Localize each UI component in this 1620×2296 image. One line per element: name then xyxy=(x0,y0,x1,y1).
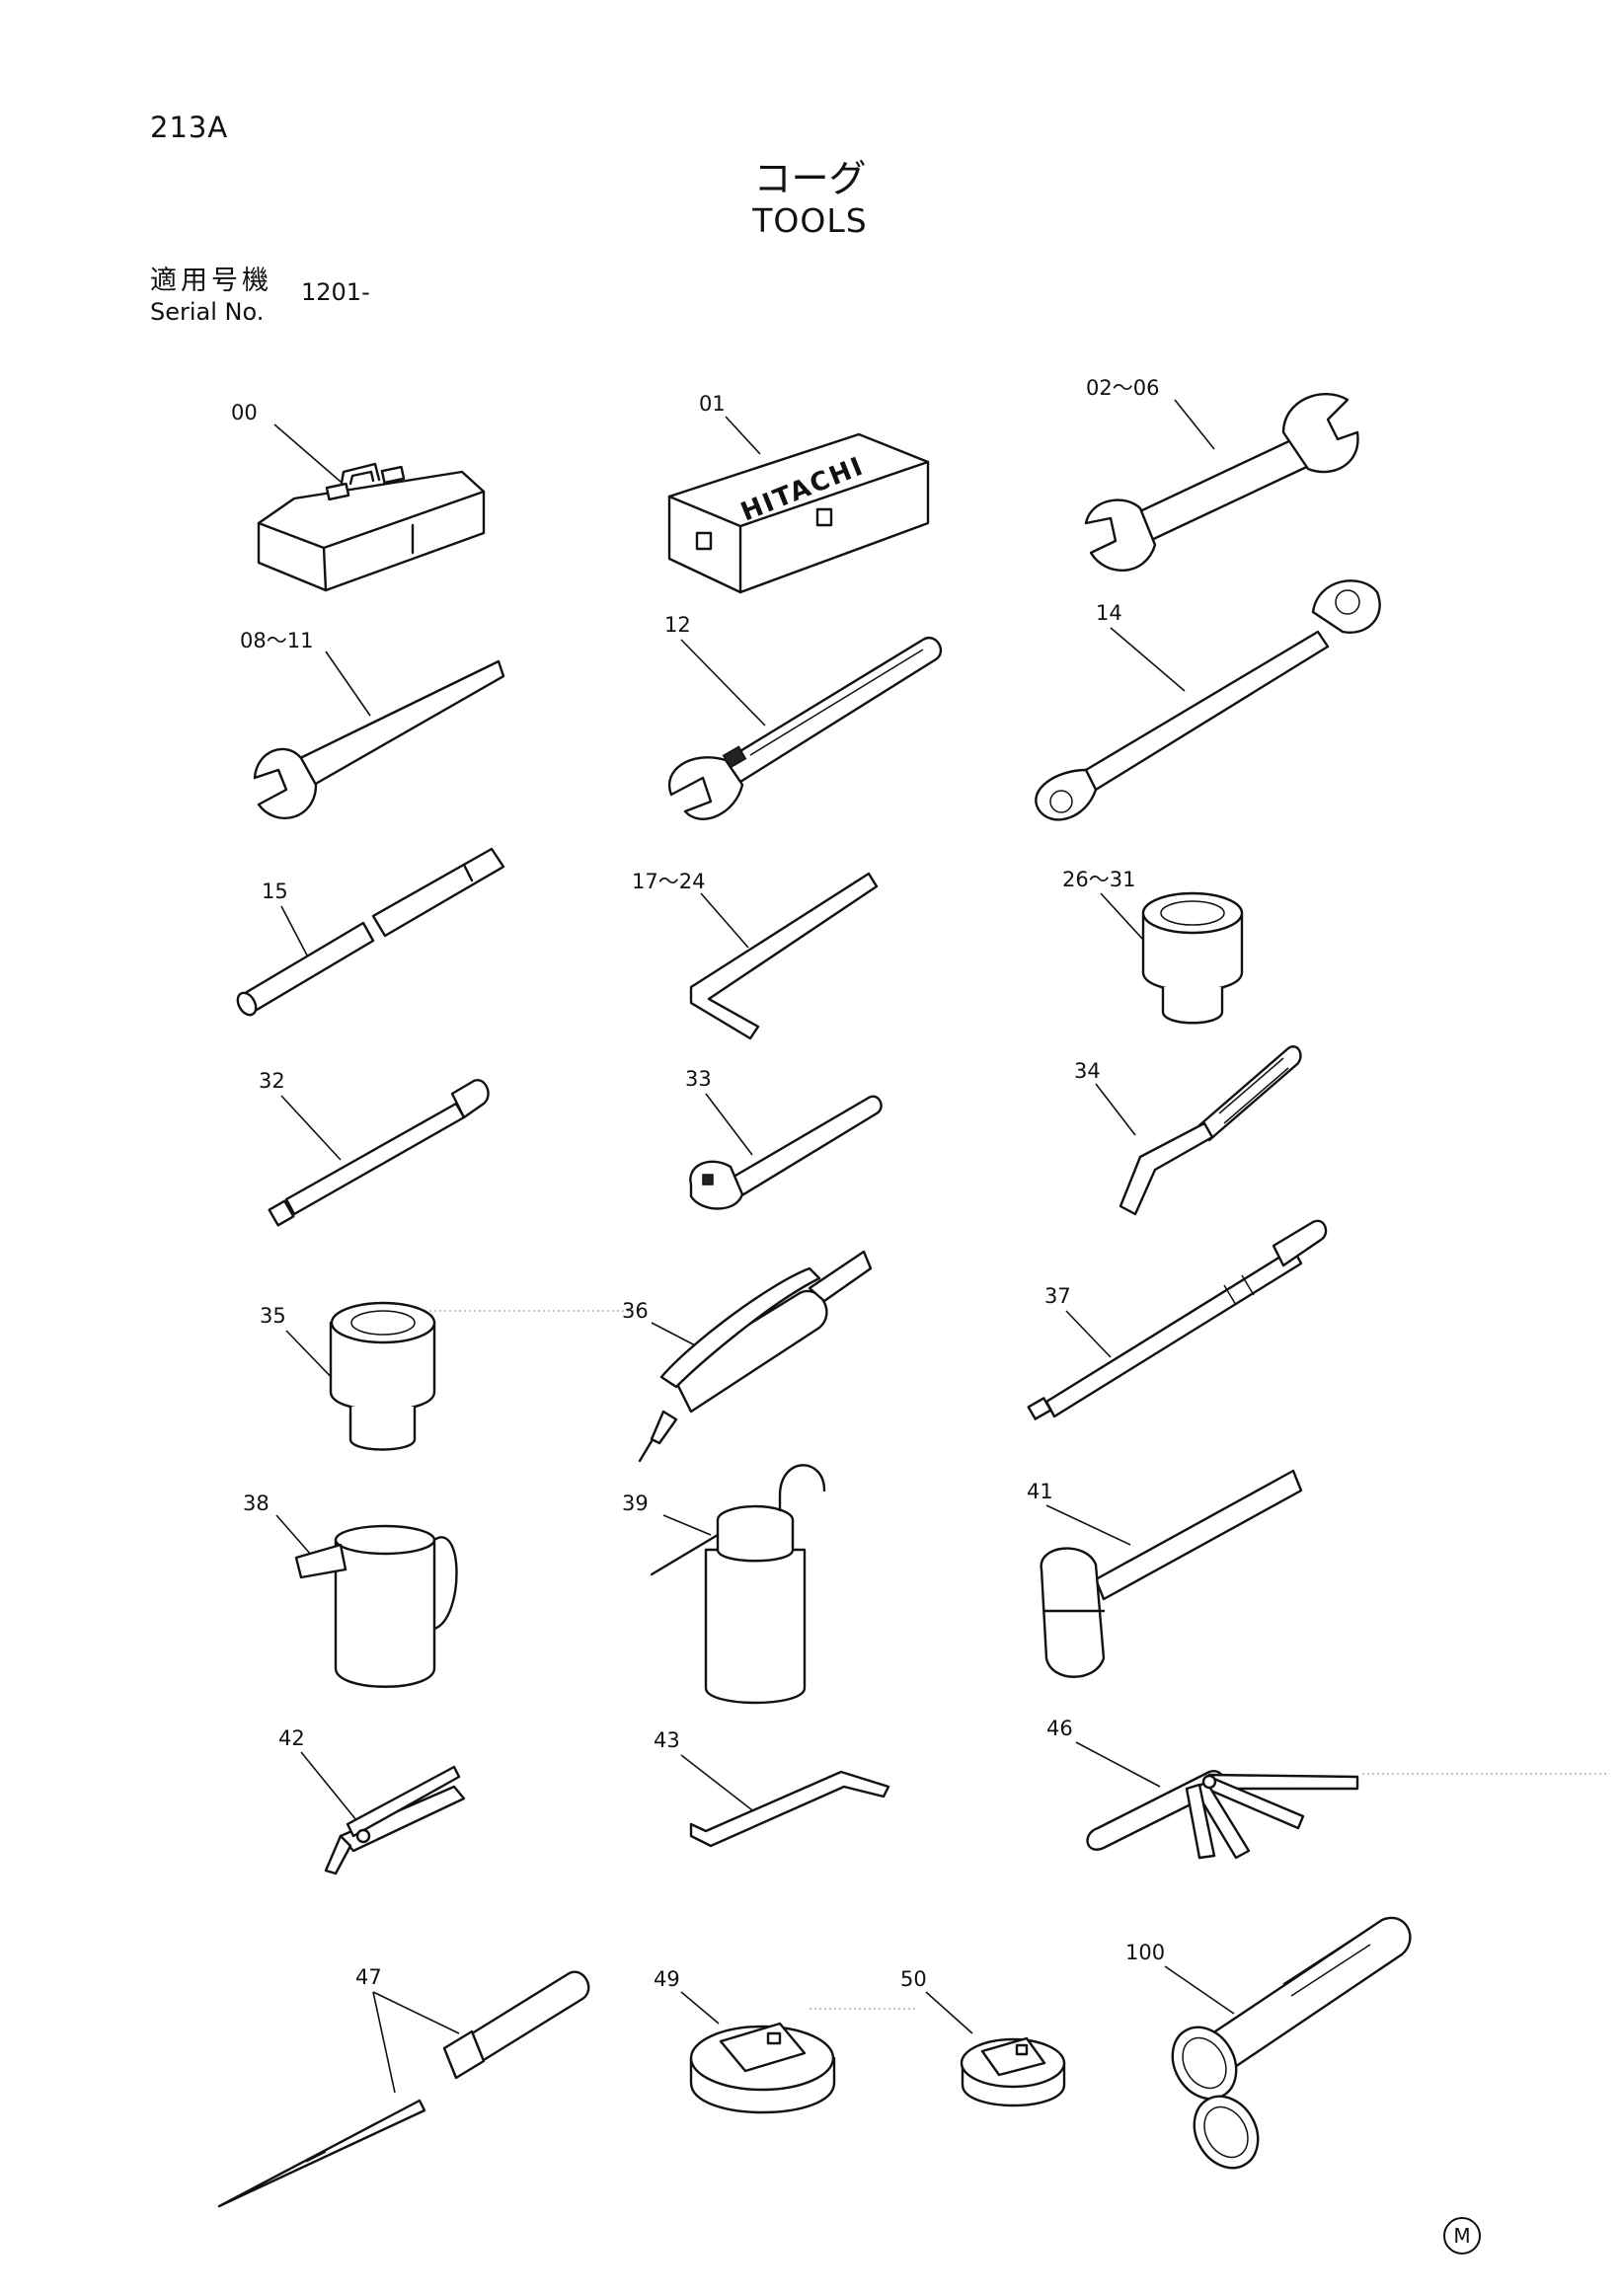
callout-41: 41 xyxy=(1027,1480,1053,1503)
callout-43: 43 xyxy=(654,1728,680,1752)
callout-49: 49 xyxy=(654,1967,680,1991)
callout-08-11: 08～11 xyxy=(240,629,313,652)
callout-15: 15 xyxy=(262,880,288,903)
callout-00: 00 xyxy=(231,401,258,424)
callout-34: 34 xyxy=(1074,1059,1101,1083)
flashlight-illustration: 100 xyxy=(1125,1916,1412,2170)
callout-26-31: 26～31 xyxy=(1062,868,1135,891)
m-circle-mark: M xyxy=(1443,2217,1481,2255)
adjustable-wrench-illustration: 12 xyxy=(664,613,943,820)
extension-bar-illustration: 15 xyxy=(236,847,505,1017)
hex-key-illustration: 17～24 xyxy=(632,870,879,1040)
double-open-wrench-illustration: 02～06 xyxy=(1084,376,1359,573)
callout-01: 01 xyxy=(699,392,726,416)
grease-gun-illustration: 36 xyxy=(622,1250,873,1463)
screwdriver-illustration: 47 xyxy=(217,1965,590,2208)
callout-50: 50 xyxy=(900,1967,927,1991)
pliers-illustration: 42 xyxy=(278,1726,466,1875)
callout-46: 46 xyxy=(1046,1717,1073,1740)
speed-handle-illustration: 34 xyxy=(1074,1045,1302,1216)
oil-can-illustration: 39 xyxy=(622,1464,826,1705)
callout-12: 12 xyxy=(664,613,691,637)
callout-02-06: 02～06 xyxy=(1086,376,1159,400)
hitachi-box-illustration: 01 HITACHI xyxy=(667,392,930,594)
callout-38: 38 xyxy=(243,1492,270,1515)
socket-extension-illustration: 32 xyxy=(259,1069,490,1227)
callout-14: 14 xyxy=(1096,601,1122,625)
serial-label-en: Serial No. xyxy=(150,298,265,326)
serial-value: 1201- xyxy=(301,278,370,306)
callout-32: 32 xyxy=(259,1069,285,1093)
single-open-wrench-illustration: 08～11 xyxy=(240,629,505,820)
ratchet-handle-illustration: 33 xyxy=(685,1067,883,1210)
page-title-en: TOOLS xyxy=(752,201,868,240)
callout-33: 33 xyxy=(685,1067,712,1091)
callout-17-24: 17～24 xyxy=(632,870,705,893)
callout-35: 35 xyxy=(260,1304,286,1328)
callout-42: 42 xyxy=(278,1726,305,1750)
filter-wrench-large-illustration: 49 xyxy=(654,1967,836,2114)
tool-box-illustration: 00 xyxy=(231,401,486,592)
hammer-illustration: 41 xyxy=(1027,1469,1303,1678)
feeler-gauge-illustration: 46 xyxy=(1046,1717,1359,1860)
serial-label-jp: 適用号機 xyxy=(150,266,272,296)
callout-39: 39 xyxy=(622,1492,649,1515)
torque-wrench-illustration: 37 xyxy=(1027,1219,1328,1420)
callout-47: 47 xyxy=(355,1965,382,1989)
oil-jug-illustration: 38 xyxy=(243,1492,458,1688)
socket-illustration: 26～31 xyxy=(1062,868,1244,1025)
callout-37: 37 xyxy=(1044,1284,1071,1308)
callout-36: 36 xyxy=(622,1299,649,1323)
deep-socket-illustration: 35 xyxy=(260,1301,436,1451)
page-id: 213A xyxy=(150,111,229,144)
offset-box-wrench-illustration: 14 xyxy=(1035,579,1381,821)
filter-wrench-small-illustration: 50 xyxy=(900,1967,1066,2107)
page-title-jp: コーグ xyxy=(753,157,867,200)
callout-100: 100 xyxy=(1125,1941,1165,1964)
pry-bar-illustration: 43 xyxy=(654,1728,890,1848)
